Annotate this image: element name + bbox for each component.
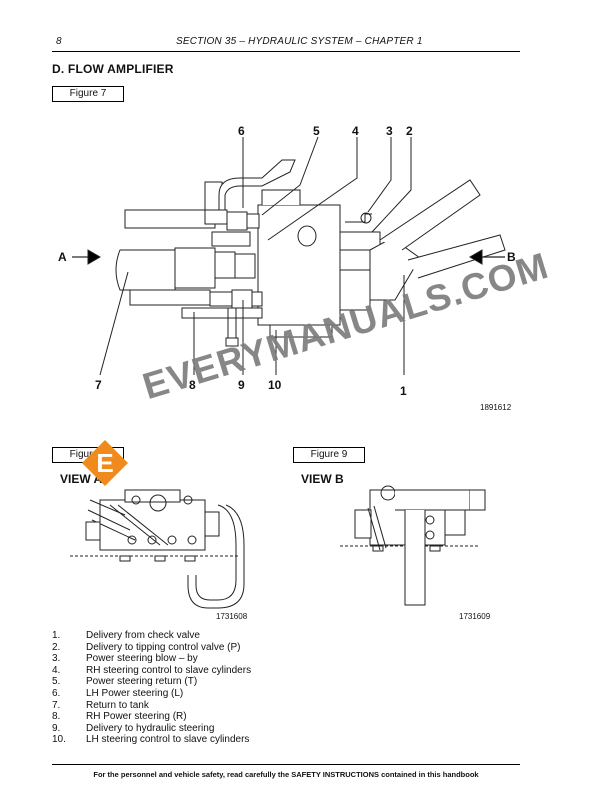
callout-6: 6 bbox=[238, 124, 245, 138]
legend-item: 4.RH steering control to slave cylinders bbox=[52, 664, 252, 676]
legend-item: 2.Delivery to tipping control valve (P) bbox=[52, 641, 241, 653]
arrow-b-label: B bbox=[507, 250, 516, 264]
figure-9-label: Figure 9 bbox=[293, 447, 365, 463]
figure-9-ref: 1731609 bbox=[459, 612, 491, 621]
figure-7-ref: 1891612 bbox=[480, 403, 512, 412]
legend-item: 10.LH steering control to slave cylinder… bbox=[52, 734, 250, 746]
legend-item: 8.RH Power steering (R) bbox=[52, 711, 187, 723]
page-number: 8 bbox=[56, 36, 62, 47]
figure-9-title: VIEW B bbox=[301, 472, 344, 486]
arrow-a-label: A bbox=[58, 250, 67, 264]
header-rule bbox=[52, 51, 520, 52]
figure-8-title: VIEW A bbox=[60, 472, 103, 486]
footer-rule bbox=[52, 764, 520, 765]
section-title: D. FLOW AMPLIFIER bbox=[52, 62, 174, 76]
legend-item: 9.Delivery to hydraulic steering bbox=[52, 722, 215, 734]
callout-9: 9 bbox=[238, 378, 245, 392]
callout-2: 2 bbox=[406, 124, 413, 138]
legend-item: 5.Power steering return (T) bbox=[52, 676, 198, 688]
legend-item: 1.Delivery from check valve bbox=[52, 630, 200, 641]
figure-7-label: Figure 7 bbox=[52, 86, 124, 102]
callout-7: 7 bbox=[95, 378, 102, 392]
watermark-logo-letter: E bbox=[96, 448, 113, 478]
callout-3: 3 bbox=[386, 124, 393, 138]
legend-item: 3.Power steering blow – by bbox=[52, 653, 198, 665]
legend-list: 1.Delivery from check valve 2.Delivery t… bbox=[52, 630, 251, 746]
running-header: SECTION 35 – HYDRAULIC SYSTEM – CHAPTER … bbox=[176, 36, 423, 47]
callout-8: 8 bbox=[189, 378, 196, 392]
footer-notice: For the personnel and vehicle safety, re… bbox=[93, 770, 479, 779]
callout-10: 10 bbox=[268, 378, 282, 392]
callout-1: 1 bbox=[400, 384, 407, 398]
watermark-logo-icon: E bbox=[82, 440, 128, 486]
legend-item: 6.LH Power steering (L) bbox=[52, 687, 184, 699]
callout-5: 5 bbox=[313, 124, 320, 138]
figure-8-ref: 1731608 bbox=[216, 612, 248, 621]
legend-item: 7.Return to tank bbox=[52, 699, 149, 711]
callout-4: 4 bbox=[352, 124, 359, 138]
